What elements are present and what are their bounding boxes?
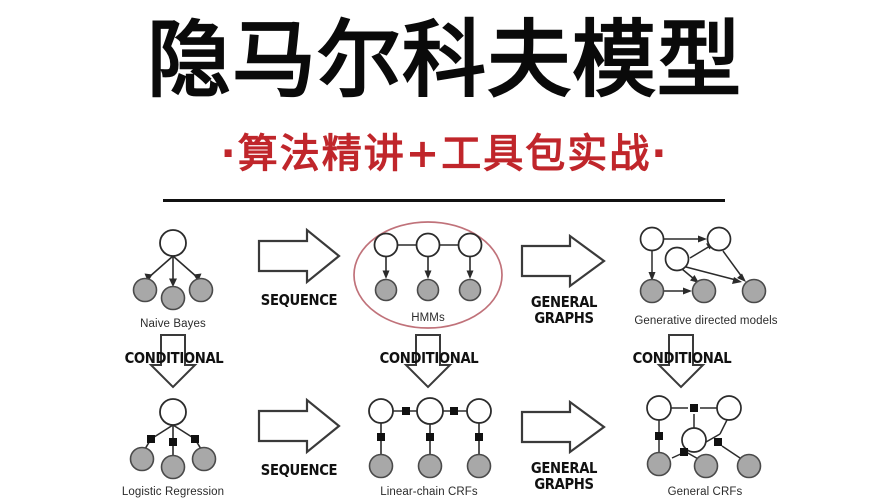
- transition-label-line2: GRAPHS: [534, 475, 594, 493]
- model-caption: Logistic Regression: [121, 486, 225, 498]
- transition-label-line1: GENERAL: [530, 293, 598, 311]
- naive-bayes-graph: [132, 229, 214, 311]
- transition-label: CONDITIONAL: [632, 349, 732, 367]
- model-caption: Linear-chain CRFs: [380, 486, 478, 498]
- transition-label: CONDITIONAL: [379, 349, 479, 367]
- transition-label: CONDITIONAL: [124, 349, 224, 367]
- right-arrow-icon: [257, 227, 341, 285]
- hmms-graph: [353, 221, 503, 329]
- transition-label-line1: GENERAL: [530, 459, 598, 477]
- transition-label-line2: GRAPHS: [534, 309, 594, 327]
- logistic-regression-graph: [129, 398, 217, 480]
- page-subtitle: ·算法精讲+工具包实战·: [220, 131, 669, 177]
- transition-sequence-bottom: SEQUENCE: [255, 397, 343, 492]
- model-generative-directed-models: Generative directed models: [620, 223, 792, 328]
- general-crfs-graph: [646, 395, 762, 479]
- title-divider: [163, 199, 725, 202]
- down-arrow-icon: [403, 334, 453, 389]
- model-logistic-regression: Logistic Regression: [113, 393, 233, 498]
- transition-conditional-left: CONDITIONAL: [118, 333, 228, 389]
- right-arrow-icon: [520, 399, 606, 455]
- down-arrow-icon: [656, 334, 706, 389]
- model-linear-chain-crfs: Linear-chain CRFs: [355, 393, 503, 498]
- model-family-diagram: Naive Bayes SEQUENCE: [0, 215, 889, 500]
- transition-conditional-right: CONDITIONAL: [626, 333, 736, 389]
- transition-general-graphs-top: GENERAL GRAPHS: [518, 233, 610, 333]
- page-title: 隐马尔科夫模型: [146, 11, 742, 109]
- right-arrow-icon: [520, 233, 606, 289]
- transition-general-graphs-bottom: GENERAL GRAPHS: [518, 399, 610, 499]
- down-arrow-icon: [148, 334, 198, 389]
- linear-chain-crfs-graph: [368, 397, 492, 479]
- highlight-ellipse: [353, 221, 503, 329]
- model-caption: Generative directed models: [634, 315, 778, 327]
- transition-conditional-middle: CONDITIONAL: [373, 333, 483, 389]
- model-caption: General CRFs: [667, 486, 743, 498]
- model-caption: HMMs: [411, 312, 445, 324]
- transition-sequence-top: SEQUENCE: [255, 227, 343, 322]
- generative-directed-graph: [639, 226, 767, 304]
- model-caption: Naive Bayes: [140, 318, 206, 330]
- transition-label: SEQUENCE: [260, 461, 338, 479]
- right-arrow-icon: [257, 397, 341, 455]
- model-naive-bayes: Naive Bayes: [118, 223, 228, 330]
- transition-label: SEQUENCE: [260, 291, 338, 309]
- model-general-crfs: General CRFs: [630, 390, 780, 498]
- model-hmms: HMMs: [352, 220, 504, 332]
